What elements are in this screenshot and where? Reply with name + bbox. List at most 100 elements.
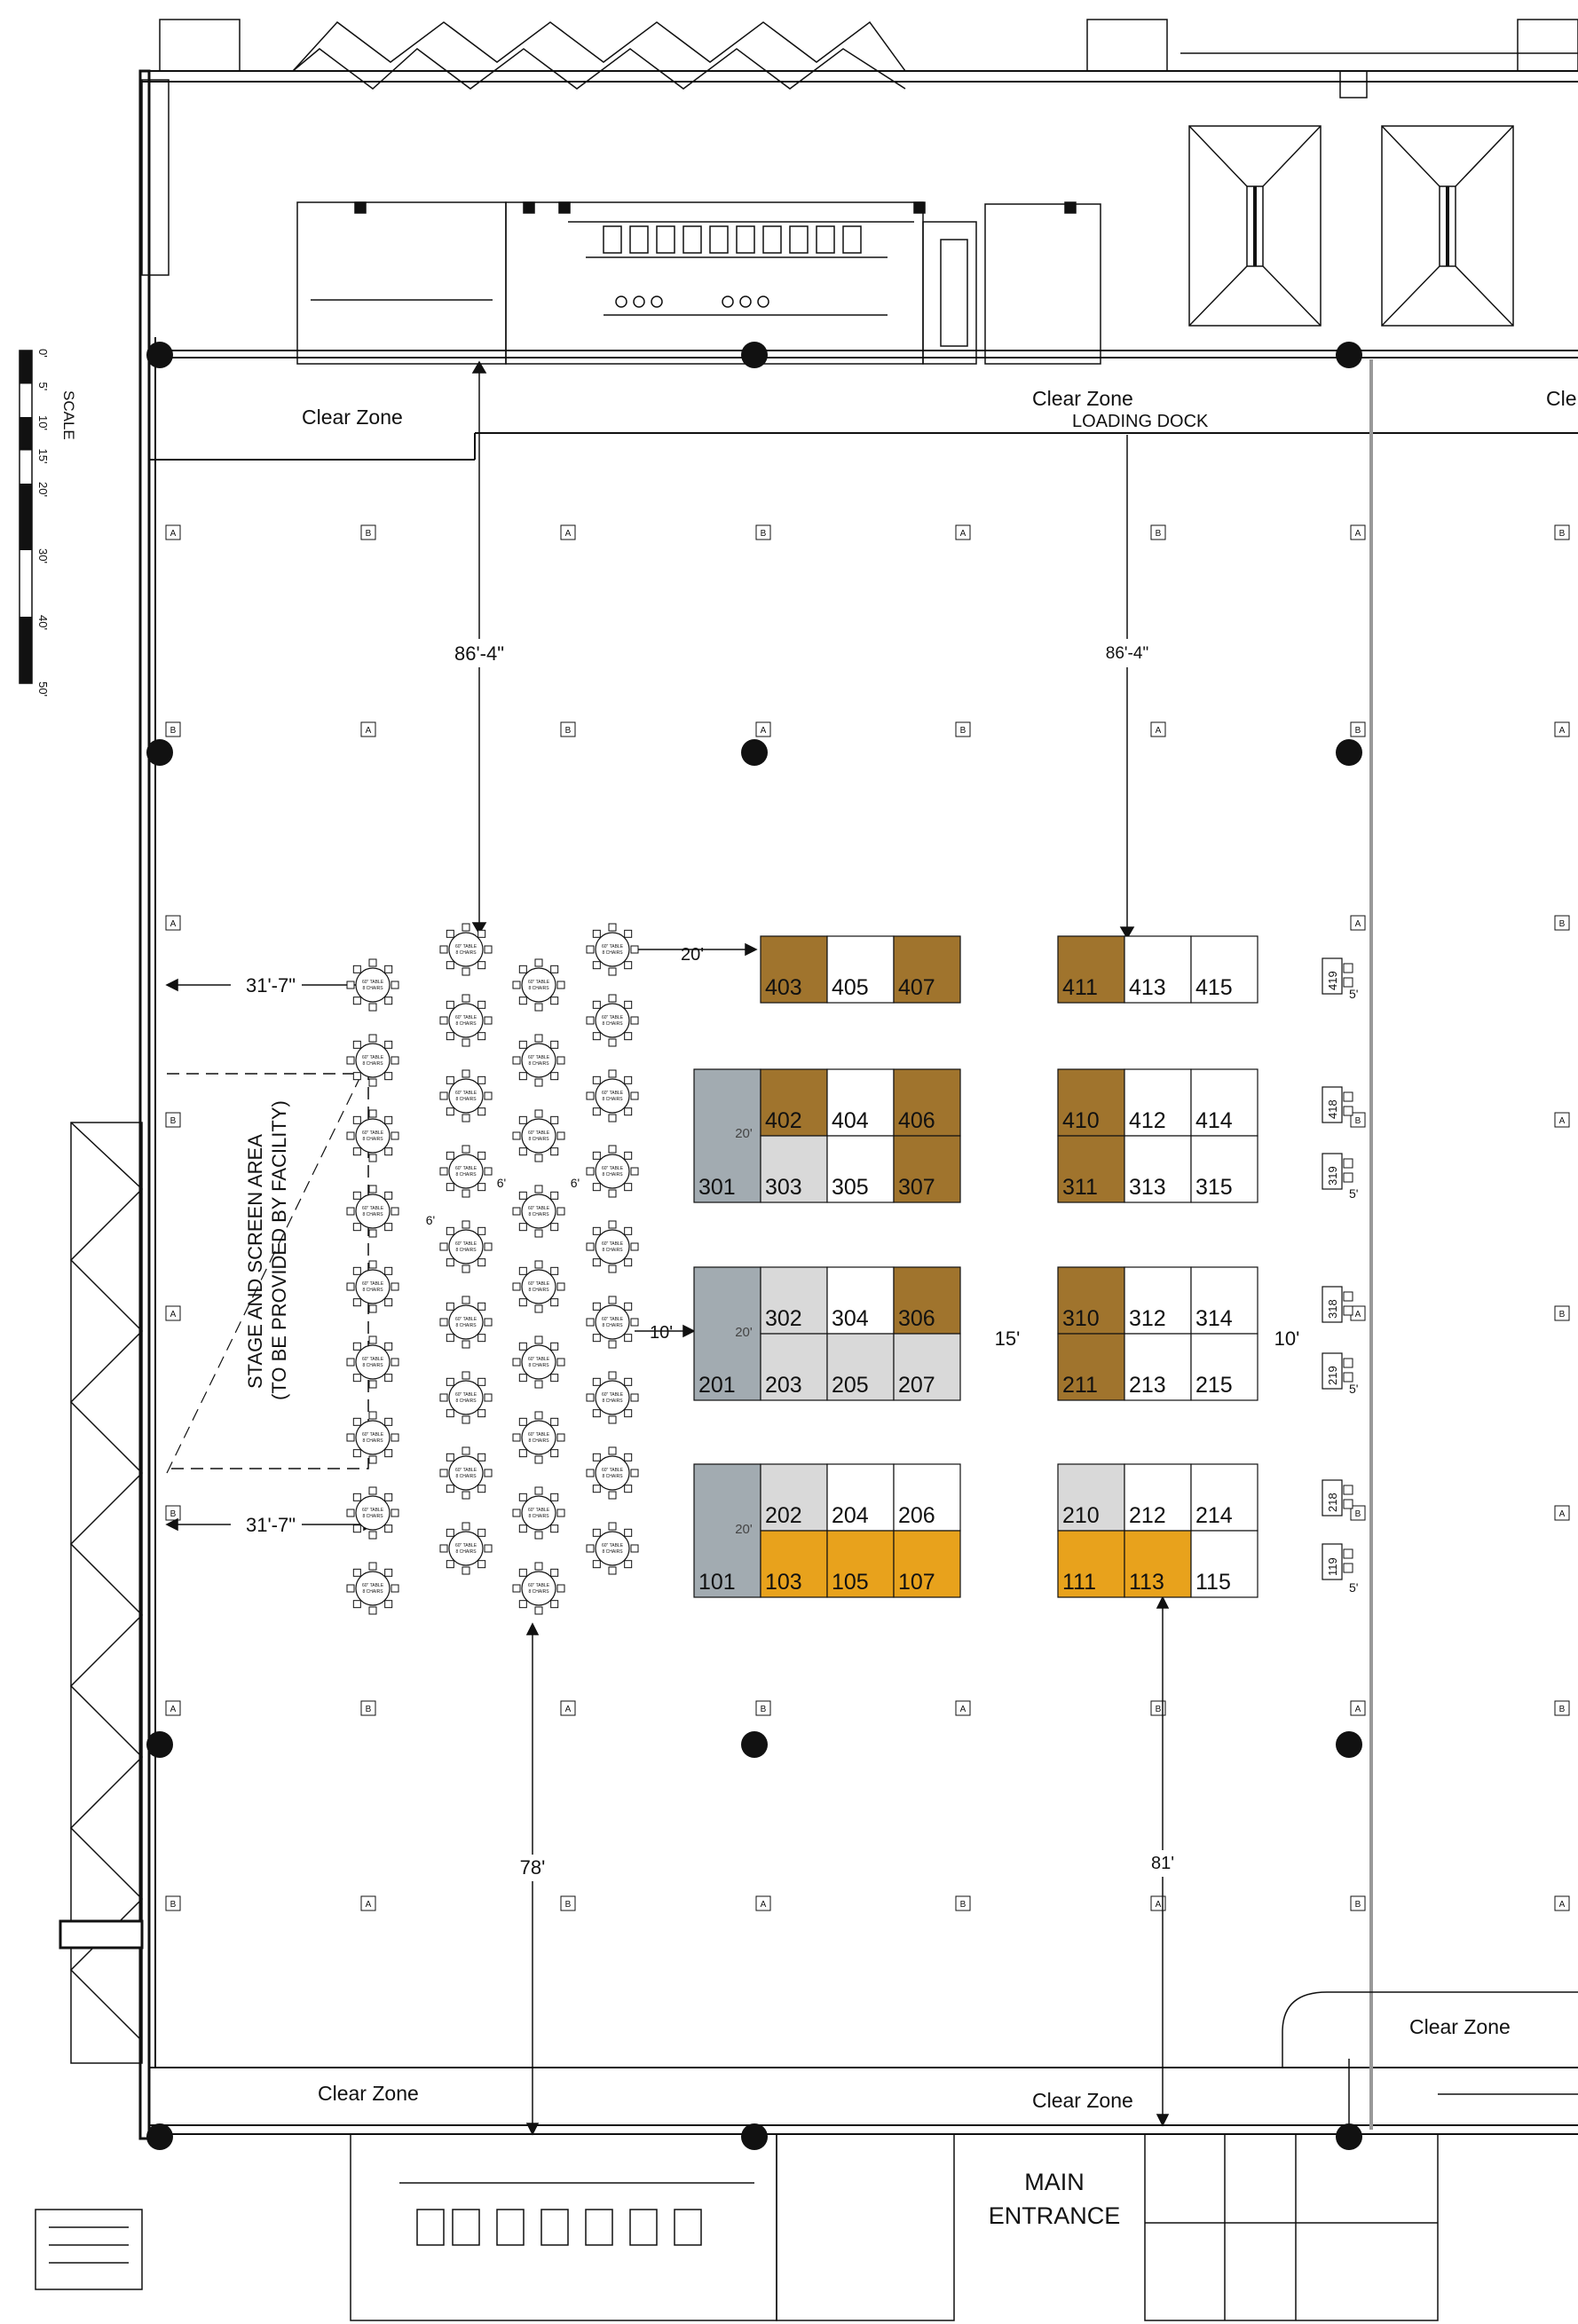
booth-number: 414 bbox=[1195, 1108, 1233, 1133]
booth-number: 212 bbox=[1129, 1503, 1166, 1528]
booth-304[interactable] bbox=[826, 1266, 895, 1335]
booth-411[interactable] bbox=[1057, 935, 1125, 1004]
booth-402[interactable] bbox=[760, 1068, 828, 1137]
booth-407[interactable] bbox=[893, 935, 961, 1004]
table-label: 60" TABLE bbox=[602, 1241, 624, 1247]
booth-410[interactable] bbox=[1057, 1068, 1125, 1137]
booth-311[interactable] bbox=[1057, 1135, 1125, 1203]
booth-number: 115 bbox=[1195, 1570, 1231, 1595]
side-booth-419[interactable] bbox=[1322, 957, 1343, 995]
booth-205[interactable] bbox=[826, 1333, 895, 1401]
side-booth-318[interactable] bbox=[1322, 1286, 1343, 1323]
booth-301[interactable] bbox=[693, 1068, 761, 1203]
booth-103[interactable] bbox=[760, 1530, 828, 1598]
side-booth-number: 418 bbox=[1326, 1099, 1339, 1119]
booth-403[interactable] bbox=[760, 935, 828, 1004]
table-label: 60" TABLE bbox=[602, 1317, 624, 1322]
booth-206[interactable] bbox=[893, 1463, 961, 1532]
booth-303[interactable] bbox=[760, 1135, 828, 1203]
booth-404[interactable] bbox=[826, 1068, 895, 1137]
table-label: 8 CHAIRS bbox=[528, 1137, 549, 1142]
booth-211[interactable] bbox=[1057, 1333, 1125, 1401]
booth-406[interactable] bbox=[893, 1068, 961, 1137]
table-label: 8 CHAIRS bbox=[455, 1474, 477, 1479]
utility-marker: B bbox=[1350, 1505, 1366, 1521]
booth-314[interactable] bbox=[1190, 1266, 1258, 1335]
booth-302[interactable] bbox=[760, 1266, 828, 1335]
side-booth-219[interactable] bbox=[1322, 1352, 1343, 1390]
booth-312[interactable] bbox=[1124, 1266, 1192, 1335]
booth-412[interactable] bbox=[1124, 1068, 1192, 1137]
booth-405[interactable] bbox=[826, 935, 895, 1004]
side-booth-319[interactable] bbox=[1322, 1153, 1343, 1190]
booth-207[interactable] bbox=[893, 1333, 961, 1401]
booth-310[interactable] bbox=[1057, 1266, 1125, 1335]
booth-213[interactable] bbox=[1124, 1333, 1192, 1401]
booth-306[interactable] bbox=[893, 1266, 961, 1335]
booth-415[interactable] bbox=[1190, 935, 1258, 1004]
booth-203[interactable] bbox=[760, 1333, 828, 1401]
booth-number: 211 bbox=[1062, 1373, 1098, 1398]
booth-315[interactable] bbox=[1190, 1135, 1258, 1203]
side-booth-218[interactable] bbox=[1322, 1479, 1343, 1517]
booth-111[interactable] bbox=[1057, 1530, 1125, 1598]
booth-212[interactable] bbox=[1124, 1463, 1192, 1532]
booth-105[interactable] bbox=[826, 1530, 895, 1598]
utility-marker: B bbox=[165, 1112, 181, 1128]
booth-113[interactable] bbox=[1124, 1530, 1192, 1598]
booth-202[interactable] bbox=[760, 1463, 828, 1532]
booth-number: 107 bbox=[898, 1570, 935, 1595]
booth-115[interactable] bbox=[1190, 1530, 1258, 1598]
booth-214[interactable] bbox=[1190, 1463, 1258, 1532]
table-label: 8 CHAIRS bbox=[602, 1021, 623, 1027]
dimension-labels: 86'-4" 86'-4" 31'-7" 31'-7" 20' 10' 15' … bbox=[231, 639, 1299, 1881]
booth-305[interactable] bbox=[826, 1135, 895, 1203]
side-booth-119[interactable] bbox=[1322, 1543, 1343, 1580]
table-label: 8 CHAIRS bbox=[528, 1363, 549, 1368]
booth-215[interactable] bbox=[1190, 1333, 1258, 1401]
booth-307[interactable] bbox=[893, 1135, 961, 1203]
booth-107[interactable] bbox=[893, 1530, 961, 1598]
booth-101[interactable] bbox=[693, 1463, 761, 1598]
side-booth-418[interactable] bbox=[1322, 1086, 1343, 1123]
booth-413[interactable] bbox=[1124, 935, 1192, 1004]
table-label: 60" TABLE bbox=[528, 1206, 550, 1211]
